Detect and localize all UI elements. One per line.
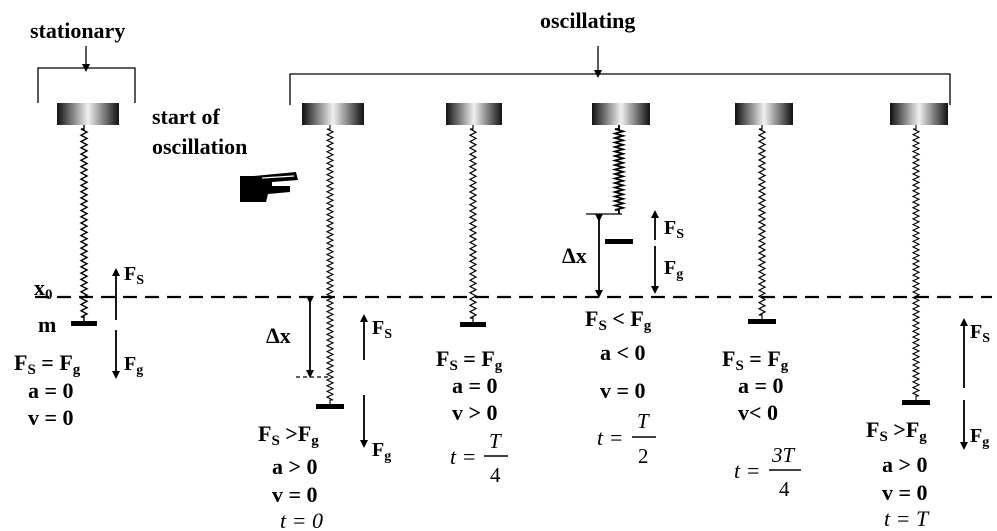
fs-label-2: FS — [372, 317, 392, 342]
mass-plate-4 — [605, 239, 633, 244]
eq-quarter-forces: FS = Fg — [436, 346, 503, 374]
eq-three-quarter-a: a = 0 — [738, 373, 784, 398]
eq-start-t: t = 0 — [280, 508, 323, 531]
dx-marker-start — [296, 296, 330, 378]
eq-quarter-v: v > 0 — [452, 400, 498, 425]
eq-half-tnum: T — [637, 409, 650, 433]
dx-marker-half — [586, 213, 622, 298]
ceiling-block-6 — [890, 103, 948, 125]
spring-start — [325, 125, 335, 404]
ceiling-block-5 — [735, 103, 793, 125]
eq-quarter-tden: 4 — [490, 463, 501, 487]
mass-plates — [71, 239, 930, 409]
spring-full — [911, 125, 921, 400]
fs-label-4: FS — [664, 217, 684, 242]
stationary-label: stationary — [30, 18, 125, 43]
mass-plate-1 — [71, 321, 97, 326]
fg-label-1: Fg — [124, 353, 143, 378]
mass-plate-5 — [748, 319, 776, 324]
eq-full-v: v = 0 — [882, 480, 928, 505]
eq-three-quarter-tnum: 3T — [771, 443, 796, 467]
dx-label-half: Δx — [562, 243, 587, 268]
start-of-label: start of — [152, 104, 220, 129]
oscillation-label: oscillation — [152, 134, 247, 159]
eq-stationary-a: a = 0 — [28, 378, 74, 403]
ceiling-block-2 — [302, 103, 364, 125]
eq-half-tden: 2 — [638, 444, 649, 468]
oscillating-label: oscillating — [540, 8, 635, 33]
fg-label-2: Fg — [372, 439, 391, 464]
eq-three-quarter-tden: 4 — [779, 477, 790, 501]
spring-quarter — [468, 125, 478, 322]
fg-label-6: Fg — [970, 425, 989, 450]
eq-start-forces: FS >Fg — [258, 421, 319, 449]
eq-three-quarter-t: t = — [734, 458, 760, 483]
ceiling-block-4 — [592, 103, 650, 125]
spring-half — [611, 125, 627, 214]
ceiling-block-3 — [446, 103, 502, 125]
eq-start-a: a > 0 — [272, 454, 318, 479]
eq-three-quarter-forces: FS = Fg — [722, 346, 789, 374]
oscillating-bracket — [289, 46, 951, 105]
eq-half-v: v = 0 — [600, 378, 646, 403]
eq-full-forces: FS >Fg — [866, 417, 927, 445]
eq-quarter-a: a = 0 — [452, 373, 498, 398]
mass-label: m — [38, 312, 56, 337]
eq-half-t: t = — [597, 425, 623, 450]
x0-label: x0 — [34, 275, 53, 303]
stationary-bracket — [37, 46, 136, 103]
mass-plate-6 — [902, 400, 930, 405]
ceiling-block-1 — [57, 103, 119, 125]
eq-quarter-tnum: T — [489, 429, 502, 453]
eq-full-t: t = T — [884, 506, 930, 531]
fs-label-1: FS — [124, 263, 144, 288]
eq-three-quarter-v: v< 0 — [738, 400, 778, 425]
mass-plate-2 — [316, 404, 344, 409]
eq-full-a: a > 0 — [882, 452, 928, 477]
spring-three-quarter — [757, 125, 767, 319]
pointing-hand-icon — [240, 172, 298, 202]
fg-label-4: Fg — [664, 257, 683, 282]
eq-quarter-t: t = — [450, 444, 476, 469]
mass-plate-3 — [460, 322, 486, 327]
eq-half-forces: FS < Fg — [585, 306, 652, 334]
dx-label-start: Δx — [266, 323, 291, 348]
eq-stationary-v: v = 0 — [28, 405, 74, 430]
eq-half-a: a < 0 — [600, 340, 646, 365]
force-arrows — [112, 210, 968, 450]
spring-stationary — [79, 125, 89, 321]
eq-stationary-forces: FS = Fg — [14, 350, 81, 378]
fs-label-6: FS — [970, 321, 990, 346]
eq-start-v: v = 0 — [272, 482, 318, 507]
